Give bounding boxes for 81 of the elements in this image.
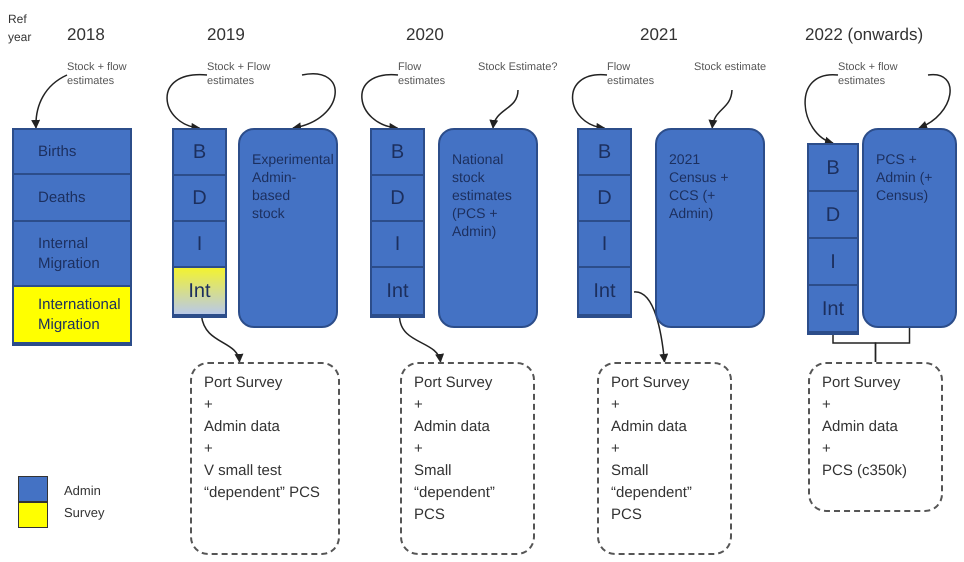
component-stack bbox=[807, 143, 859, 335]
curved-arrow bbox=[200, 316, 242, 363]
component-cell: Births bbox=[14, 130, 130, 175]
box-text: + bbox=[204, 395, 214, 415]
caption-text: Stock estimate bbox=[694, 60, 770, 90]
dashed-box bbox=[597, 362, 732, 555]
dashed-box bbox=[190, 362, 340, 555]
year-heading: 2018 bbox=[67, 24, 105, 46]
year-heading: 2019 bbox=[207, 24, 245, 46]
component-cell: I bbox=[809, 239, 857, 286]
box-text: + bbox=[414, 439, 424, 459]
box-text: Admin data bbox=[414, 417, 491, 437]
stock-box: National stock estimates (PCS + Admin) bbox=[438, 128, 538, 328]
stock-box: 2021 Census + CCS (+ Admin) bbox=[655, 128, 765, 328]
legend-text: Admin bbox=[64, 482, 101, 500]
component-stack bbox=[172, 128, 227, 318]
caption-text: Flow estimates bbox=[607, 60, 679, 90]
box-text: + bbox=[414, 395, 424, 415]
curved-arrow bbox=[398, 316, 443, 363]
component-cell: I bbox=[579, 222, 630, 268]
component-cell: Int bbox=[809, 286, 857, 333]
component-cell: D bbox=[372, 176, 423, 222]
box-text: Admin data bbox=[822, 417, 899, 437]
component-cell: I bbox=[372, 222, 423, 268]
box-text: V small test “dependent” PCS bbox=[204, 461, 321, 503]
component-cell: Internal Migration bbox=[14, 222, 130, 287]
box-text: Port Survey bbox=[204, 373, 284, 393]
box-text: Admin data bbox=[611, 417, 688, 437]
component-cell: D bbox=[579, 176, 630, 222]
caption-text: Flow estimates bbox=[398, 60, 470, 90]
component-cell: B bbox=[579, 130, 630, 176]
component-stack bbox=[577, 128, 632, 318]
box-text: Small “dependent” PCS bbox=[611, 461, 693, 525]
caption-text: Stock + Flow estimates bbox=[207, 60, 302, 90]
curved-arrow bbox=[804, 74, 838, 144]
component-cell: D bbox=[809, 192, 857, 239]
component-cell: I bbox=[174, 222, 225, 268]
curved-arrow bbox=[490, 90, 519, 129]
component-cell: B bbox=[372, 130, 423, 176]
box-text: Port Survey bbox=[414, 373, 494, 393]
curved-arrow bbox=[166, 74, 207, 131]
component-cell: Deaths bbox=[14, 175, 130, 222]
box-text: + bbox=[822, 395, 832, 415]
year-heading: 2021 bbox=[640, 24, 678, 46]
box-text: + bbox=[204, 439, 214, 459]
curved-arrow bbox=[918, 74, 951, 129]
dashed-box bbox=[808, 362, 943, 512]
box-text: Port Survey bbox=[611, 373, 690, 393]
legend-text: Survey bbox=[64, 504, 104, 522]
stock-box: Experimental Admin-based stock bbox=[238, 128, 338, 328]
component-stack bbox=[370, 128, 425, 318]
bracket-line bbox=[874, 328, 910, 362]
box-text: + bbox=[611, 395, 621, 415]
year-heading: 2022 (onwards) bbox=[805, 24, 924, 46]
stock-box: PCS + Admin (+ Census) bbox=[862, 128, 957, 328]
component-cell: B bbox=[809, 145, 857, 192]
component-cell: B bbox=[174, 130, 225, 176]
box-text: Small “dependent” PCS bbox=[414, 461, 496, 525]
box-text: Port Survey bbox=[822, 373, 902, 393]
component-cell: International Migration bbox=[14, 287, 130, 344]
caption-text: Stock Estimate? bbox=[478, 60, 558, 90]
component-cell: D bbox=[174, 176, 225, 222]
curved-arrow bbox=[31, 74, 68, 129]
component-stack bbox=[12, 128, 132, 346]
box-text: PCS (c350k) bbox=[822, 461, 908, 481]
dashed-box bbox=[400, 362, 535, 555]
curved-arrow bbox=[709, 90, 733, 129]
caption-text: Stock + flow estimates bbox=[838, 60, 928, 90]
year-heading: 2020 bbox=[406, 24, 444, 46]
caption-text: Stock + flow estimates bbox=[67, 60, 152, 90]
box-text: + bbox=[611, 439, 621, 459]
component-cell: Int bbox=[174, 268, 225, 316]
axis-label: Ref year bbox=[8, 11, 32, 46]
curved-arrow bbox=[292, 73, 336, 130]
component-cell: Int bbox=[579, 268, 630, 316]
component-cell: Int bbox=[372, 268, 423, 316]
curved-arrow bbox=[634, 291, 668, 363]
box-text: + bbox=[822, 439, 832, 459]
curved-arrow bbox=[572, 74, 607, 131]
box-text: Admin data bbox=[204, 417, 281, 437]
curved-arrow bbox=[361, 74, 398, 131]
